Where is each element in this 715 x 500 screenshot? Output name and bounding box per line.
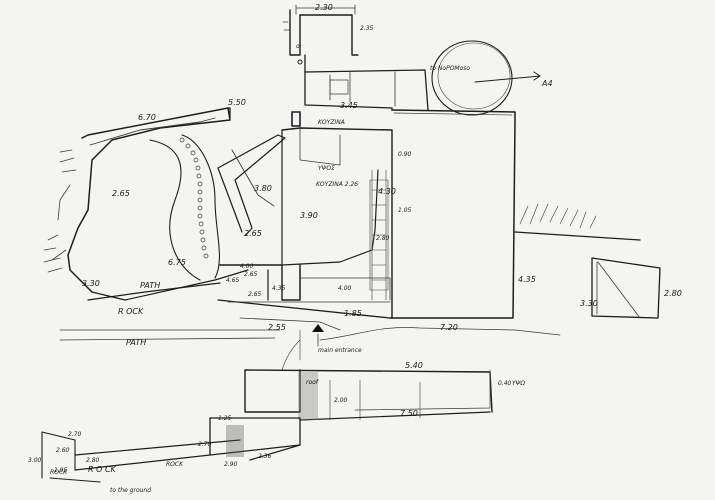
label-glyph-a: Α4 [541,79,553,88]
top-tower [282,4,359,65]
dim-sec-290: 2.90 [224,461,238,468]
terrain-lines [59,317,561,371]
dim-465: 4.65 [226,277,240,284]
dim-265: 2.65 [112,189,130,198]
label-rock3: ROCK [166,461,184,468]
label-path2: PATH [126,338,146,347]
label-glyph-b: ΥΨΩ [512,380,525,387]
label-kitchen: ΚΟΥΖΙΝΑ [318,119,345,126]
dim-280: 2.80 [376,235,390,242]
label-main-entrance: main entrance [318,347,362,354]
label-path: PATH [140,281,160,290]
dim-265b: 2.65 [244,229,262,238]
dimension-labels: 2.30 2.35 o to NoPOMoso Α4 5.50 6.70 2.6… [28,3,682,494]
dim-sec-260: 2.60 [56,447,70,454]
label-to-ground: to the ground [110,487,151,494]
dim-345: 3.45 [340,101,358,110]
label-rock2: R O CK [88,465,117,474]
dim-435b: 4.35 [272,285,286,292]
dim-255: 2.55 [268,323,286,332]
dim-185: 1.85 [344,309,362,318]
dim-sec-300: 3.00 [28,457,42,464]
dim-sec-540: 5.40 [405,361,423,370]
label-glyph-c: ΥΨΟΣ [318,165,335,172]
dim-sec-125: 1.25 [218,415,232,422]
dim-435: 4.35 [518,275,536,284]
label-rock4: ROCK [50,469,68,476]
dim-sec-750: 7.50 [400,409,418,418]
dim-side-670: 6.70 [138,113,156,122]
label-rock: R OCK [118,307,144,316]
section-hatch-2 [226,425,244,457]
left-curved-room [43,107,249,301]
oval-feature [431,40,541,116]
dim-sec-270b: 2.70 [198,441,212,448]
dim-330b: 3.30 [580,299,598,308]
dim-675: 6.75 [168,258,186,267]
label-to-nomos: to NoPOMoso [430,65,470,72]
main-room [304,54,516,319]
dim-sec-195: 1.95 [54,467,68,474]
central-room [281,111,393,319]
dim-top-box-h: 2.35 [360,25,374,32]
dim-380: 3.80 [254,184,272,193]
lower-rooms [217,264,391,319]
dim-265d: 2.65 [248,291,262,298]
dim-sec-040: 0.40 [498,380,512,387]
entrance-marker [312,324,324,332]
dim-sec-270: 2.70 [68,431,82,438]
dim-400b: 4.00 [338,285,352,292]
section-hatch [298,372,318,420]
dim-330: 3.30 [82,279,100,288]
label-kitchen2: ΚΟΥΖΙΝΑ 2.26 [316,181,358,188]
dim-sec-236: 2.36 [258,453,272,460]
right-extension [514,203,661,319]
diagonal-corridor [217,134,286,236]
label-o: o [296,43,300,50]
dim-roof-w: 5.50 [228,98,246,107]
dim-720: 7.20 [440,323,458,332]
dim-sec-200: 2.00 [334,397,348,404]
dim-top-box-w: 2.30 [315,3,333,12]
dim-280b: 2.80 [664,289,682,298]
dim-400: 4.00 [240,263,254,270]
dim-265c: 2.65 [244,271,258,278]
dim-430: 4.30 [378,187,396,196]
dim-390: 3.90 [300,211,318,220]
dim-105: 1.05 [398,207,412,214]
label-roof: roof [306,379,319,386]
dim-090: 0.90 [398,151,412,158]
section-drawing [41,369,493,483]
dim-sec-280: 2.80 [86,457,100,464]
